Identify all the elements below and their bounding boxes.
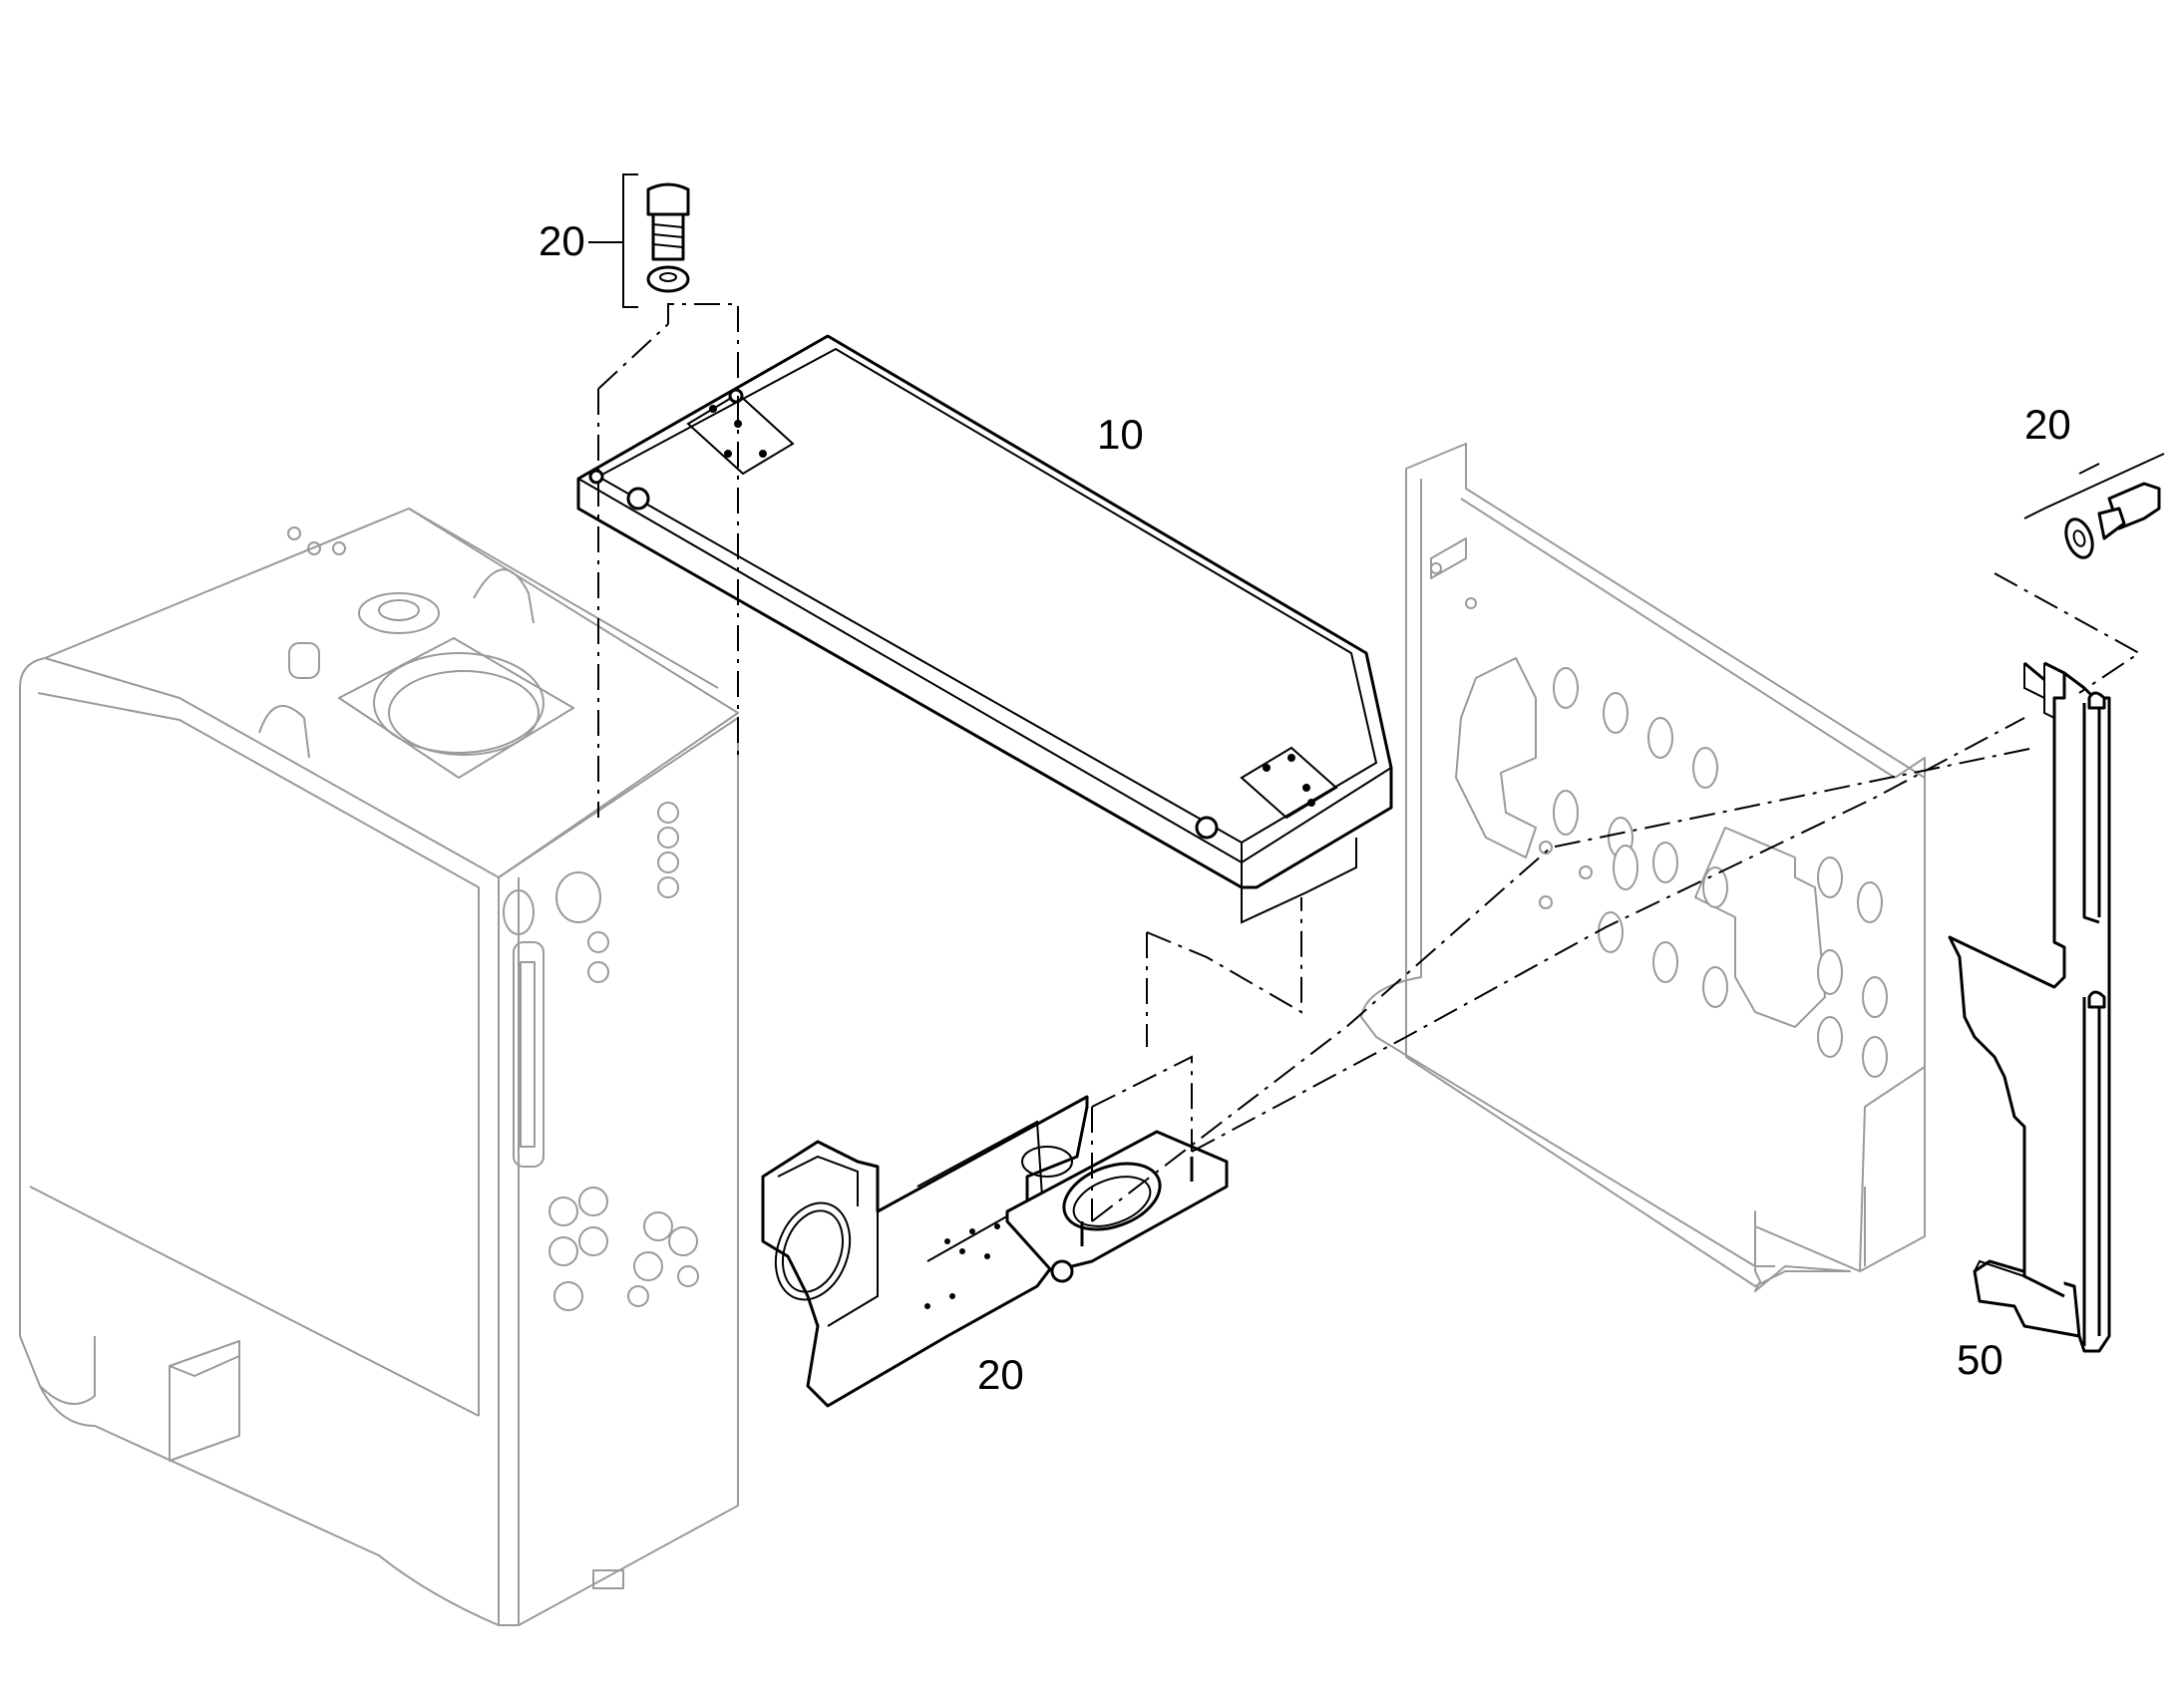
frame-plate-ghost <box>1360 443 1926 1292</box>
bolt-set-right <box>2023 453 2165 559</box>
cover-strip-part <box>1948 661 2111 1353</box>
plate-part <box>576 334 1393 924</box>
bracket-part <box>761 1095 1229 1408</box>
tank-ghost <box>19 508 739 1626</box>
callout-bracket: 20 <box>977 1351 1024 1398</box>
bolt-set-top <box>588 173 690 308</box>
callout-bolt-set-top: 20 <box>539 217 585 264</box>
callout-plate: 10 <box>1097 411 1144 458</box>
callout-bolt-set-right: 20 <box>2024 401 2071 448</box>
assembly-lines <box>597 303 2141 1222</box>
callout-cover-strip: 50 <box>1957 1336 2003 1383</box>
